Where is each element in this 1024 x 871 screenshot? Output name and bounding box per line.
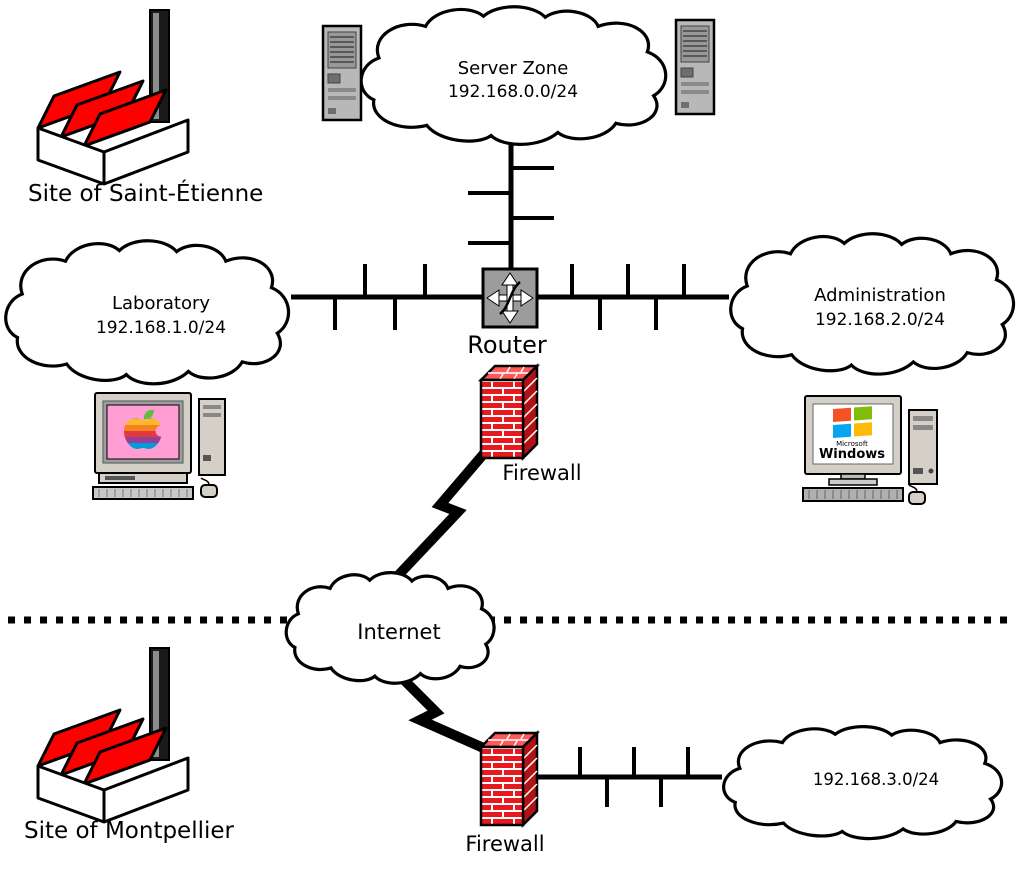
- keyboard: [92, 486, 194, 500]
- mouse-icon: [200, 484, 218, 498]
- mouse-icon: [908, 491, 926, 505]
- firewall-branch-icon: [479, 731, 539, 827]
- mouse-cable: [200, 477, 210, 486]
- bus-ticks: [578, 747, 690, 807]
- internet-label: Internet: [357, 620, 440, 644]
- windows-brand-text: Windows: [819, 447, 885, 462]
- microsoft-brand-text: Microsoft: [836, 440, 868, 448]
- server-zone-subnet: 192.168.0.0/24: [448, 82, 578, 102]
- firewall-branch-label: Firewall: [465, 832, 544, 856]
- bus-ticks: [333, 264, 686, 330]
- laboratory-name: Laboratory: [112, 293, 210, 314]
- monitor-base: [828, 478, 878, 486]
- keyboard: [802, 487, 904, 502]
- apple-bite: [155, 425, 167, 437]
- lightning-link-hq-internet: [386, 446, 491, 588]
- arrow-up-icon: [501, 272, 519, 286]
- arrow-down-icon: [501, 310, 519, 324]
- factory-icon-montpellier: [36, 646, 190, 824]
- windows-computer: Microsoft Windows: [802, 395, 938, 505]
- arrow-left-icon: [486, 289, 500, 307]
- firewall-hq-label: Firewall: [502, 461, 581, 485]
- server-zone-name: Server Zone: [458, 58, 569, 79]
- mac-computer: [92, 392, 226, 500]
- administration-subnet: 192.168.2.0/24: [815, 310, 945, 330]
- server-tower-left-icon: [321, 24, 363, 122]
- site-label-montpellier: Site of Montpellier: [24, 818, 235, 844]
- firewall-hq-icon: [479, 364, 539, 460]
- administration-name: Administration: [814, 285, 946, 306]
- bus-ticks: [468, 166, 554, 245]
- power-button-icon: [928, 468, 934, 474]
- windows-logo-icon: [833, 406, 872, 438]
- laboratory-subnet: 192.168.1.0/24: [96, 318, 226, 338]
- site-label-saint-etienne: Site of Saint-Étienne: [28, 179, 263, 207]
- arrow-right-icon: [520, 289, 534, 307]
- factory-icon-saint-etienne: [36, 8, 190, 186]
- montpellier-lan-subnet: 192.168.3.0/24: [813, 770, 939, 789]
- tower-case: [198, 398, 226, 476]
- routing-curve-icon: [499, 281, 521, 315]
- server-tower-right-icon: [674, 18, 716, 116]
- router-label: Router: [467, 331, 547, 359]
- lightning-link-internet-branch: [384, 660, 491, 755]
- mouse-cable: [908, 484, 918, 493]
- ethernet-bus-branch: [520, 747, 722, 807]
- desktop-case: [98, 472, 188, 484]
- router-icon: [481, 267, 539, 329]
- windows-screen: [812, 403, 894, 465]
- ethernet-bus-server-zone: [468, 140, 554, 273]
